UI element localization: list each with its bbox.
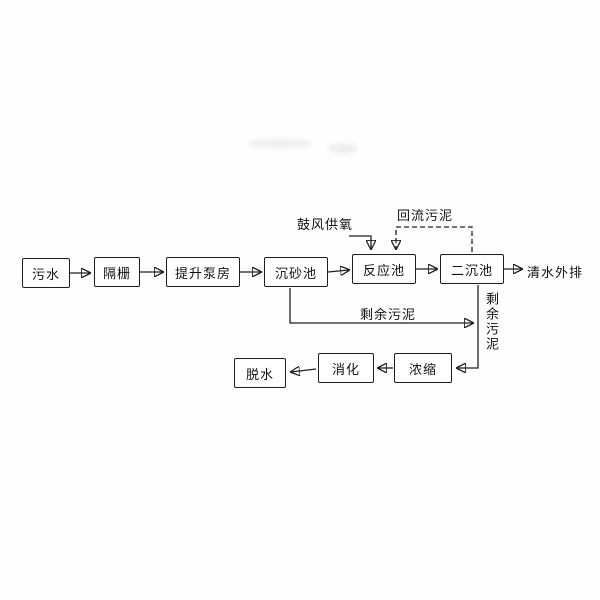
connector-excess-sludge-to-thickening <box>457 285 479 368</box>
connector-digestion-to-dewatering <box>291 369 317 372</box>
node-lift-pump-station: 提升泵房 <box>166 257 240 287</box>
label-blower-oxygen: 鼓风供氧 <box>297 217 354 232</box>
connector-excess-sludge-from-grit-chamber <box>289 288 473 323</box>
smudge-artifact <box>248 139 312 148</box>
node-secondary-clarifier: 二沉池 <box>440 254 504 284</box>
node-reaction-tank: 反应池 <box>352 254 416 284</box>
smudge-artifact <box>328 143 358 154</box>
connector-blower-oxygen-to-reaction-tank <box>349 235 371 249</box>
label-excess-sludge: 剩余污泥 <box>360 307 417 322</box>
node-sewage: 污水 <box>22 258 70 288</box>
label-return-sludge: 回流污泥 <box>397 208 454 223</box>
connector-grit-chamber-to-reaction-tank <box>327 270 349 272</box>
node-digestion: 消化 <box>318 353 374 383</box>
label-excess-sludge-vertical: 剩余污泥 <box>484 292 499 352</box>
label-effluent-discharge: 清水外排 <box>527 265 584 280</box>
connector-return-sludge <box>396 226 473 252</box>
node-bar-screen: 隔栅 <box>94 257 140 287</box>
node-grit-chamber: 沉砂池 <box>264 257 328 287</box>
node-dewatering: 脱水 <box>234 358 286 388</box>
node-thickening: 浓缩 <box>394 353 452 383</box>
